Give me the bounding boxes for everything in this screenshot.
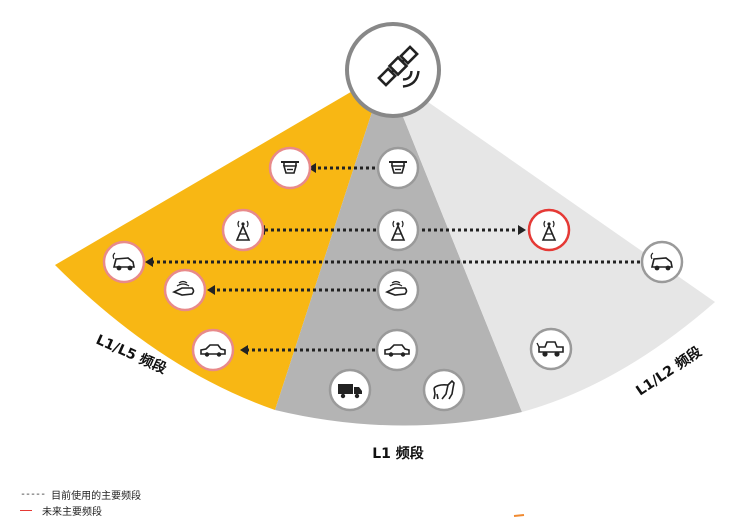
satellite-node xyxy=(345,22,441,118)
l1l5-drone-node xyxy=(268,146,312,190)
l1l2-harvester-node xyxy=(529,327,573,371)
arrowhead-left xyxy=(308,163,316,173)
arrowhead-left xyxy=(240,345,248,355)
l1-drone-node xyxy=(376,146,420,190)
legend-current: ----- 目前使用的主要频段 xyxy=(20,487,141,502)
legend-red-line-marker xyxy=(20,510,32,511)
legend-future: 未来主要频段 xyxy=(20,503,102,518)
l1l5-tower-node xyxy=(221,208,265,252)
legend-future-label: 未来主要频段 xyxy=(42,507,102,518)
l1-hand-device-node xyxy=(376,268,420,312)
band-label-l1: L1 频段 xyxy=(372,445,424,462)
arrowhead-right xyxy=(518,225,526,235)
l1-livestock-node xyxy=(422,368,466,412)
l1-truck-node xyxy=(328,368,372,412)
l1l2-tower-node xyxy=(527,208,571,252)
arrowhead-left xyxy=(207,285,215,295)
l1l5-car-node xyxy=(191,328,235,372)
arrowhead-left xyxy=(145,257,153,267)
l1-car-node xyxy=(375,328,419,372)
legend-dashed-marker: ----- xyxy=(20,489,46,500)
l1l2-mower-node xyxy=(640,240,684,284)
l1l5-hand-device-node xyxy=(163,268,207,312)
satellite-icon xyxy=(377,45,420,88)
l1l5-mower-node xyxy=(102,240,146,284)
legend-current-label: 目前使用的主要频段 xyxy=(51,491,142,502)
decorative-mark xyxy=(513,514,525,517)
l1-tower-node xyxy=(376,208,420,252)
